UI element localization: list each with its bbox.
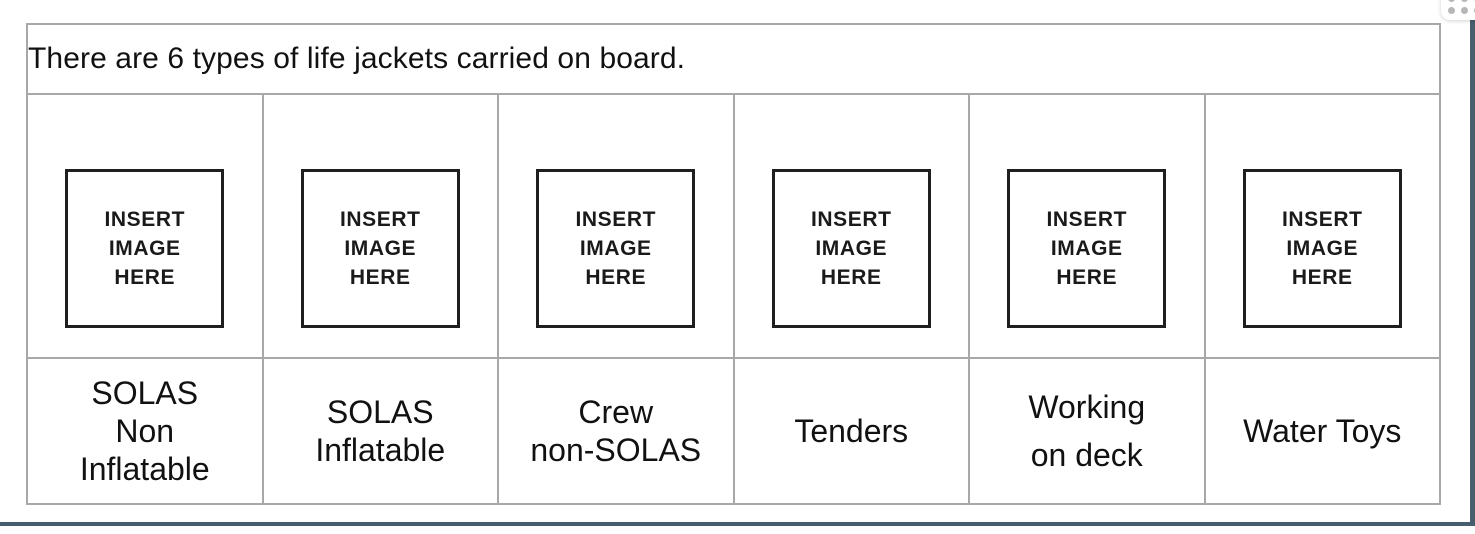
label-line-1: Working	[1028, 389, 1146, 425]
image-placeholder-1[interactable]: INSERT IMAGE HERE	[65, 168, 225, 328]
handle-dot	[1448, 7, 1455, 14]
life-jackets-table-container: There are 6 types of life jackets carrie…	[26, 23, 1441, 505]
label-cell-3[interactable]: Crew non-SOLAS	[497, 357, 735, 505]
label-cell-2[interactable]: SOLAS Inflatable	[261, 357, 499, 505]
placeholder-line-1: INSERT	[575, 207, 657, 231]
drag-handle-dots-icon[interactable]	[1441, 0, 1475, 20]
label-cell-4[interactable]: Tenders	[732, 357, 970, 505]
placeholder-line-1: INSERT	[104, 207, 186, 231]
label-cell-5[interactable]: Working on deck	[968, 357, 1206, 505]
table-row-labels: SOLAS Non Inflatable SOLAS Inflatable	[26, 357, 1441, 505]
table-row-header: There are 6 types of life jackets carrie…	[26, 23, 1441, 95]
placeholder-line-3: HERE	[114, 265, 176, 289]
image-placeholder-6[interactable]: INSERT IMAGE HERE	[1242, 168, 1402, 328]
label-line-2: Non	[115, 413, 175, 449]
label-text-6: Water Toys	[1206, 412, 1440, 450]
label-text-2: SOLAS Inflatable	[264, 393, 498, 469]
image-cell-2[interactable]: INSERT IMAGE HERE	[261, 93, 499, 359]
image-placeholder-4[interactable]: INSERT IMAGE HERE	[771, 168, 931, 328]
label-line-1: Water Toys	[1243, 413, 1402, 449]
handle-dot	[1461, 7, 1468, 14]
right-edge-rail	[1470, 0, 1475, 523]
table-row-images: INSERT IMAGE HERE INSERT IMAGE HERE	[26, 93, 1441, 359]
label-line-1: Tenders	[794, 413, 909, 449]
label-text-1: SOLAS Non Inflatable	[28, 374, 262, 488]
label-cell-6[interactable]: Water Toys	[1203, 357, 1441, 505]
image-cell-1[interactable]: INSERT IMAGE HERE	[26, 93, 264, 359]
image-placeholder-3[interactable]: INSERT IMAGE HERE	[536, 168, 696, 328]
placeholder-line-1: INSERT	[1281, 207, 1363, 231]
placeholder-line-1: INSERT	[1046, 207, 1128, 231]
table-header-cell: There are 6 types of life jackets carrie…	[26, 23, 1441, 95]
image-cell-6[interactable]: INSERT IMAGE HERE	[1203, 93, 1441, 359]
placeholder-line-1: INSERT	[810, 207, 892, 231]
image-cell-3[interactable]: INSERT IMAGE HERE	[497, 93, 735, 359]
placeholder-line-3: HERE	[1291, 265, 1353, 289]
placeholder-line-3: HERE	[820, 265, 882, 289]
placeholder-line-3: HERE	[585, 265, 647, 289]
label-line-1: Crew	[578, 394, 654, 430]
placeholder-line-2: IMAGE	[344, 236, 417, 260]
placeholder-line-3: HERE	[349, 265, 411, 289]
label-line-1: SOLAS	[91, 375, 199, 411]
image-placeholder-2[interactable]: INSERT IMAGE HERE	[300, 168, 460, 328]
header-title: There are 6 types of life jackets carrie…	[28, 42, 686, 75]
placeholder-line-2: IMAGE	[1286, 236, 1359, 260]
placeholder-line-2: IMAGE	[579, 236, 652, 260]
placeholder-line-3: HERE	[1056, 265, 1118, 289]
image-cell-4[interactable]: INSERT IMAGE HERE	[732, 93, 970, 359]
label-line-1: SOLAS	[326, 394, 434, 430]
image-cell-5[interactable]: INSERT IMAGE HERE	[968, 93, 1206, 359]
label-line-2: non-SOLAS	[530, 432, 702, 468]
label-line-2: Inflatable	[315, 432, 446, 468]
label-line-3: Inflatable	[79, 451, 210, 487]
life-jackets-table: There are 6 types of life jackets carrie…	[26, 23, 1441, 505]
placeholder-line-2: IMAGE	[1050, 236, 1123, 260]
bottom-accent-rule	[0, 522, 1475, 526]
handle-dot	[1461, 0, 1468, 2]
handle-dot	[1448, 0, 1455, 2]
placeholder-line-2: IMAGE	[815, 236, 888, 260]
placeholder-line-1: INSERT	[339, 207, 421, 231]
label-text-5: Working on deck	[970, 383, 1204, 479]
label-line-2: on deck	[1030, 437, 1143, 473]
label-text-4: Tenders	[735, 412, 969, 450]
placeholder-line-2: IMAGE	[108, 236, 181, 260]
image-placeholder-5[interactable]: INSERT IMAGE HERE	[1007, 168, 1167, 328]
label-cell-1[interactable]: SOLAS Non Inflatable	[26, 357, 264, 505]
label-text-3: Crew non-SOLAS	[499, 393, 733, 469]
